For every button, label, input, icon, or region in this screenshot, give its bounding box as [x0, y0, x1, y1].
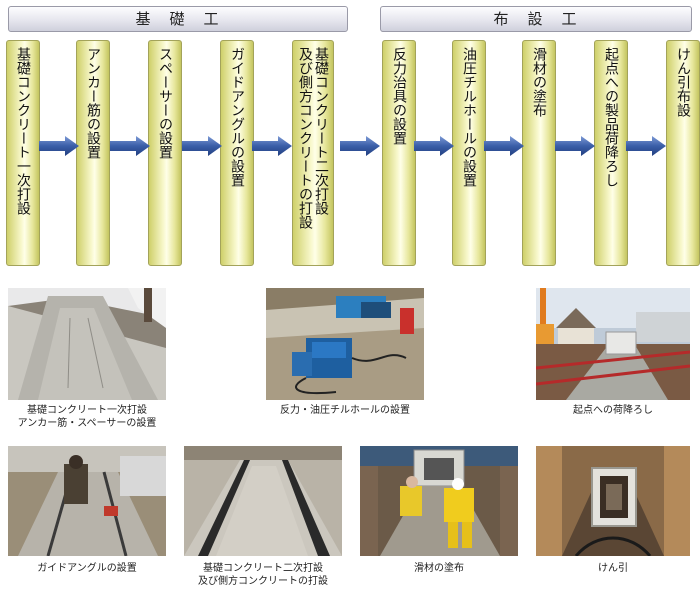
photo-unloading — [536, 288, 690, 400]
step-label: アンカー筋の設置 — [85, 47, 101, 159]
step-label: 基礎コンクリート一次打設 — [15, 47, 31, 215]
photo-caption: 基礎コンクリート二次打設 及び側方コンクリートの打設 — [198, 563, 328, 587]
step-hydraulic-tirfor: 油圧チルホールの設置 — [452, 40, 486, 266]
arrow-right-icon — [252, 136, 292, 156]
step-label: 基礎コンクリート二次打設 及び側方コンクリートの打設 — [297, 47, 329, 229]
photo-caption: けん引 — [598, 563, 628, 574]
step-lubricant: 滑材の塗布 — [522, 40, 556, 266]
step-spacer: スペーサーの設置 — [148, 40, 182, 266]
arrow-right-icon — [39, 136, 79, 156]
photo-reaction-hydraulic — [266, 288, 424, 400]
photo-caption: ガイドアングルの設置 — [37, 563, 137, 574]
step-guide-angle: ガイドアングルの設置 — [220, 40, 254, 266]
step-reaction-jig: 反力治具の設置 — [382, 40, 416, 266]
photo-caption: 起点への荷降ろし — [573, 405, 653, 416]
phase-banner-foundation: 基 礎 工 — [8, 6, 348, 32]
photo-foundation-first-pour — [8, 288, 166, 400]
arrow-right-icon — [182, 136, 222, 156]
step-foundation-first-pour: 基礎コンクリート一次打設 — [6, 40, 40, 266]
arrow-right-icon — [414, 136, 454, 156]
step-anchor-bar: アンカー筋の設置 — [76, 40, 110, 266]
step-label: スペーサーの設置 — [157, 47, 173, 159]
photo-caption: 反力・油圧チルホールの設置 — [280, 405, 410, 416]
step-label: 反力治具の設置 — [391, 47, 407, 145]
photo-traction — [536, 446, 690, 556]
photo-guide-angle — [8, 446, 166, 556]
step-label: 滑材の塗布 — [531, 47, 547, 117]
step-label: けん引布設 — [675, 47, 691, 117]
arrow-right-icon — [110, 136, 150, 156]
step-label: 油圧チルホールの設置 — [461, 47, 477, 187]
photo-caption: 基礎コンクリート一次打設 アンカー筋・スペーサーの設置 — [17, 405, 157, 429]
step-label: ガイドアングルの設置 — [229, 47, 245, 187]
step-label: 起点への製品荷降ろし — [603, 47, 619, 187]
arrow-right-icon — [484, 136, 524, 156]
step-traction-laying: けん引布設 — [666, 40, 700, 266]
phase-banner-laying: 布 設 工 — [380, 6, 692, 32]
photo-foundation-second-pour — [184, 446, 342, 556]
phase-title: 布 設 工 — [493, 10, 579, 28]
arrow-right-icon — [555, 136, 595, 156]
phase-title: 基 礎 工 — [135, 10, 221, 28]
arrow-right-icon — [626, 136, 666, 156]
step-foundation-second-pour: 基礎コンクリート二次打設 及び側方コンクリートの打設 — [292, 40, 334, 266]
photo-caption: 滑材の塗布 — [414, 563, 464, 574]
step-unloading: 起点への製品荷降ろし — [594, 40, 628, 266]
photo-lubricant — [360, 446, 518, 556]
arrow-right-icon — [340, 136, 380, 156]
